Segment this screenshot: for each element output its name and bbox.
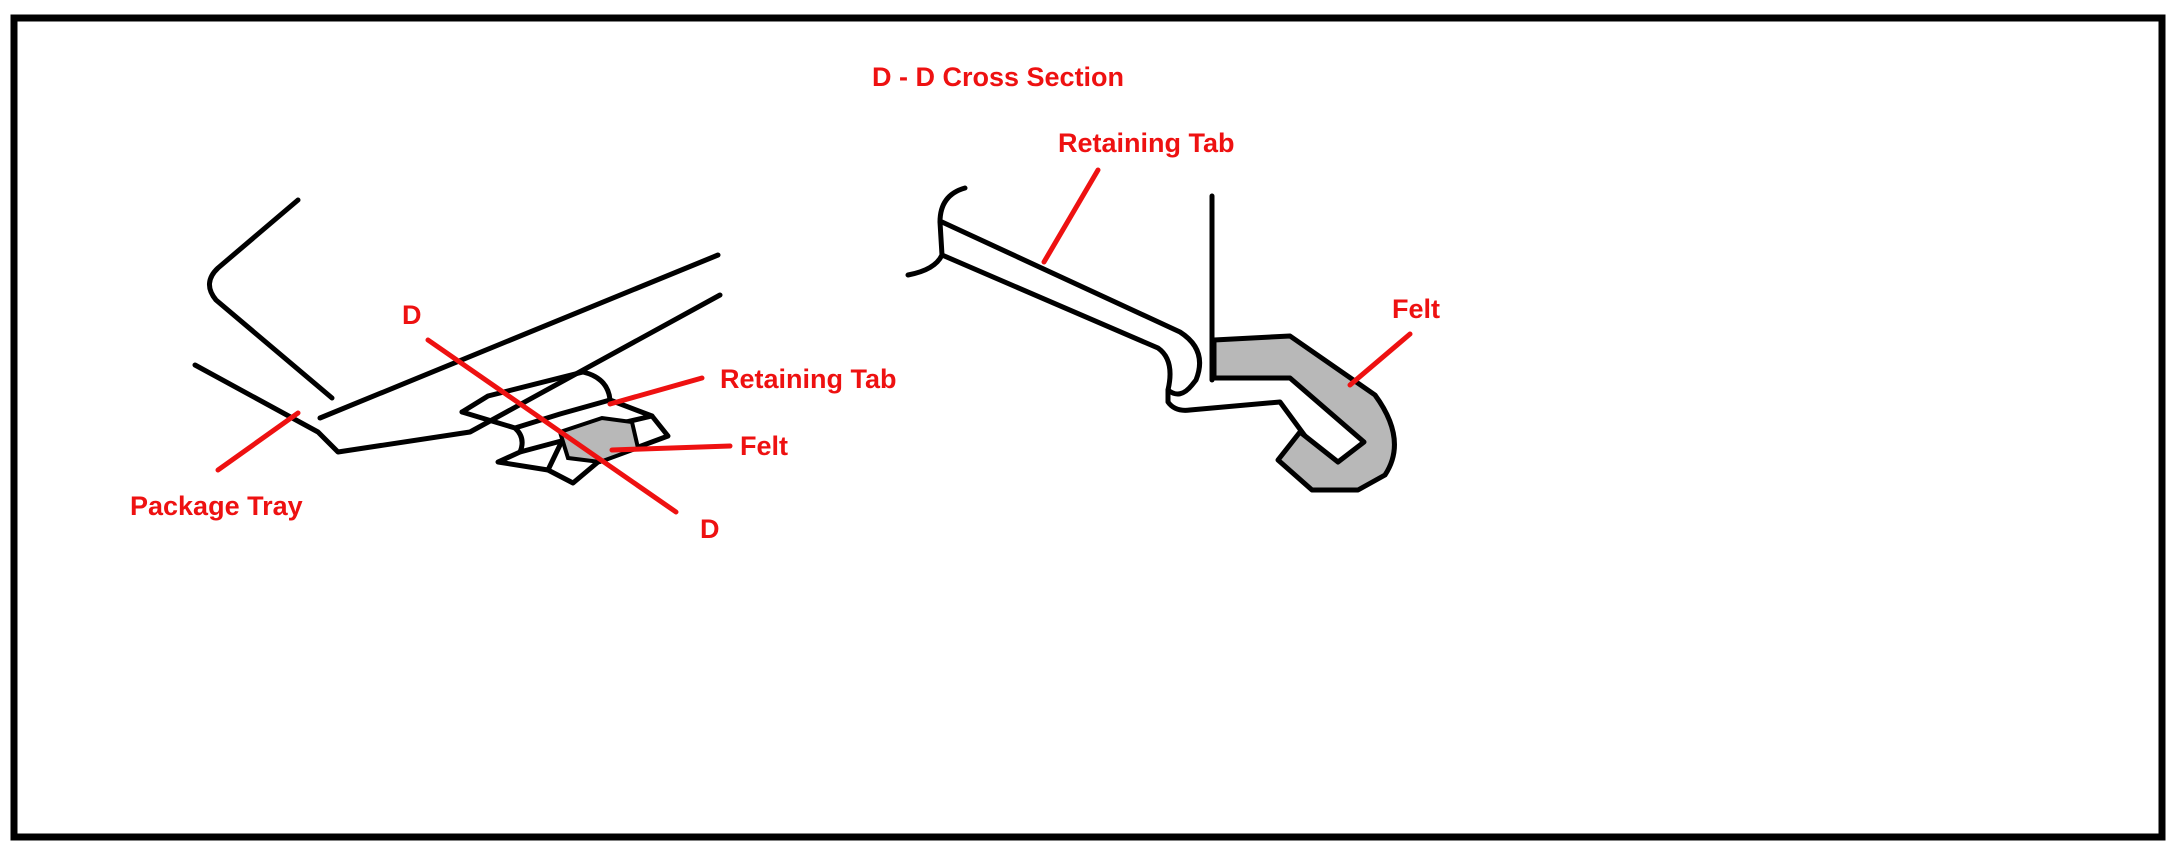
section-mark-bottom: D: [700, 514, 720, 544]
left-felt-leader: [609, 443, 733, 453]
right-cross-section-view: D - D Cross Section Retaining Tab Felt: [872, 62, 1440, 493]
cross-section-title: D - D Cross Section: [872, 62, 1124, 92]
section-line-dd: [425, 337, 679, 515]
cross-section-retaining-tab-label: Retaining Tab: [1058, 128, 1235, 158]
package-tray-leader: [215, 410, 301, 473]
cross-section-felt: [1211, 333, 1397, 493]
left-retaining-tab-label: Retaining Tab: [720, 364, 897, 394]
left-perspective-view: Package Tray Retaining Tab Felt D D: [130, 197, 897, 544]
cross-section-retaining-tab: [905, 185, 1333, 473]
cross-section-felt-label: Felt: [1392, 294, 1440, 324]
package-tray-label: Package Tray: [130, 491, 303, 521]
section-mark-top: D: [402, 300, 422, 330]
left-felt-label: Felt: [740, 431, 788, 461]
cross-section-retaining-tab-leader: [1041, 167, 1101, 265]
left-retaining-tab-leader: [607, 375, 705, 407]
diagram-frame: [10, 14, 2166, 841]
package-tray-outline: [192, 197, 723, 455]
cross-section-felt-leader: [1347, 331, 1413, 388]
